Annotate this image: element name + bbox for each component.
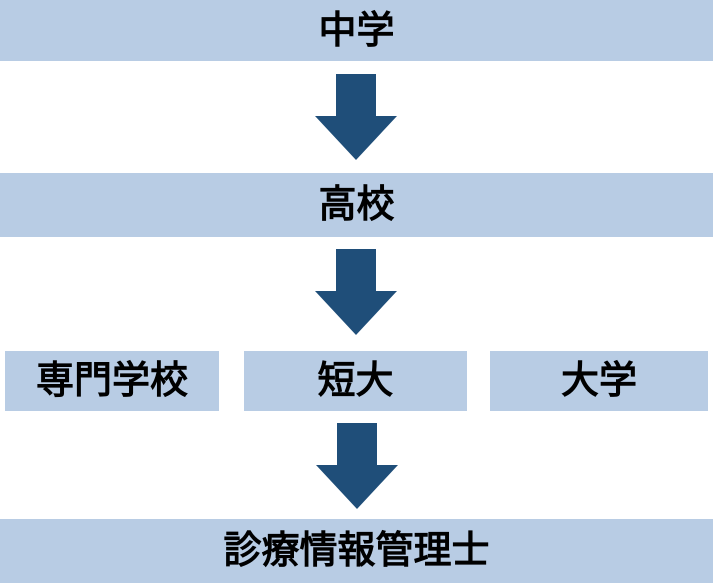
node-vocational-school: 専門学校 xyxy=(5,351,219,411)
down-arrow-icon xyxy=(315,249,397,335)
node-health-information-manager-label: 診療情報管理士 xyxy=(223,530,490,572)
node-middle-school-label: 中学 xyxy=(318,9,395,52)
node-high-school-label: 高校 xyxy=(318,184,395,226)
node-university: 大学 xyxy=(490,351,708,411)
node-junior-college-label: 短大 xyxy=(317,360,394,402)
node-high-school: 高校 xyxy=(0,173,713,237)
node-middle-school: 中学 xyxy=(0,0,713,61)
node-junior-college: 短大 xyxy=(244,351,467,411)
node-university-label: 大学 xyxy=(560,360,637,402)
node-health-information-manager: 診療情報管理士 xyxy=(0,519,713,583)
node-vocational-school-label: 専門学校 xyxy=(35,360,188,402)
down-arrow-icon xyxy=(315,74,397,160)
down-arrow-icon xyxy=(316,423,398,509)
